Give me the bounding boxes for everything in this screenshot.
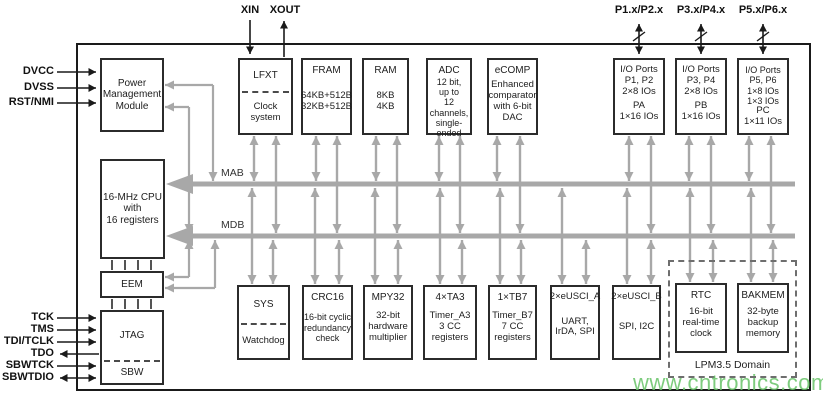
block-lfxt-clock: LFXT Clock system <box>238 58 293 135</box>
pin-label-dvcc: DVCC <box>22 65 54 77</box>
block-title: RAM <box>374 65 397 76</box>
block-sub: Timer_A3 3 CC registers <box>429 310 471 344</box>
block-title: Power Management Module <box>102 77 162 112</box>
block-cpu: 16-MHz CPU with 16 registers <box>100 159 165 259</box>
watermark-text: www.cntronics.com <box>633 370 823 395</box>
mab-bus <box>166 174 795 194</box>
port-arrows <box>632 24 770 54</box>
block-title: CRC16 <box>311 292 344 303</box>
pin-label-tdo: TDO <box>30 347 54 359</box>
debug-ticks <box>111 260 152 309</box>
block-fram: FRAM 64KB+512B 32KB+512B <box>301 58 352 135</box>
block-title: 2×eUSCI_A <box>549 291 601 302</box>
block-sub: 16-bit cyclic redundancy check <box>303 312 352 343</box>
block-eusci-a: 2×eUSCI_A UART, IrDA, SPI <box>550 285 600 360</box>
block-title: eCOMP <box>494 65 531 76</box>
block-sub: 12 bit, up to 12 channels, single-ended <box>429 76 469 139</box>
block-sub: Timer_B7 7 CC registers <box>492 310 533 344</box>
block-sub: PA 1×16 IOs <box>619 100 659 123</box>
block-sub: Clock system <box>250 101 281 123</box>
block-sub: UART, IrDA, SPI <box>555 315 595 338</box>
block-title: SYS <box>253 299 274 311</box>
lpm35-domain-label: LPM3.5 Domain <box>694 359 771 371</box>
block-sub: 16-bit real-time clock <box>682 305 720 339</box>
block-title: I/O Ports P1, P2 2×8 IOs <box>620 64 658 97</box>
block-mpy32: MPY32 32-bit hardware multiplier <box>363 285 413 360</box>
block-title: BAKMEM <box>741 290 785 301</box>
block-adc: ADC 12 bit, up to 12 channels, single-en… <box>426 58 472 138</box>
top-mdb-connectors <box>271 136 776 233</box>
block-eusci-b: 2×eUSCI_B SPI, I2C <box>611 285 662 360</box>
block-title: 1×TB7 <box>497 292 528 303</box>
block-title: ADC <box>438 65 460 76</box>
block-title: FRAM <box>312 65 341 76</box>
block-sub: 64KB+512B 32KB+512B <box>301 89 352 112</box>
block-divider <box>242 91 289 93</box>
top-mab-connectors <box>249 136 754 181</box>
block-ecomp: eCOMP Enhanced comparator with 6-bit DAC <box>487 58 538 135</box>
pin-label-p1p2: P1.x/P2.x <box>614 4 664 16</box>
block-sub: 32-byte backup memory <box>745 305 781 339</box>
pin-label-p5p6: P5.x/P6.x <box>738 4 788 16</box>
block-rtc: RTC 16-bit real-time clock <box>675 283 727 353</box>
block-io-ports-p5-p6: I/O Ports P5, P6 1×8 IOs 1×3 IOs PC 1×11… <box>737 58 789 135</box>
pin-label-xout: XOUT <box>269 4 301 16</box>
block-sub: SBW <box>120 366 144 378</box>
pin-label-tms: TMS <box>30 323 54 335</box>
block-title: MPY32 <box>371 292 405 303</box>
block-sub: Enhanced comparator with 6-bit DAC <box>488 78 537 123</box>
bottom-mab-connectors <box>247 188 756 284</box>
block-title: 16-MHz CPU with 16 registers <box>103 191 162 226</box>
pin-label-rst-nmi: RST/NMI <box>8 96 54 108</box>
block-io-ports-p3-p4: I/O Ports P3, P4 2×8 IOs PB 1×16 IOs <box>675 58 727 135</box>
block-bakmem: BAKMEM 32-byte backup memory <box>737 283 789 353</box>
mdb-bus-label: MDB <box>221 219 245 231</box>
block-sub: PB 1×16 IOs <box>681 100 721 123</box>
block-divider <box>104 360 160 362</box>
pin-label-sbwtck: SBWTCK <box>5 359 54 371</box>
block-title: RTC <box>690 290 712 301</box>
block-io-ports-p1-p2: I/O Ports P1, P2 2×8 IOs PA 1×16 IOs <box>613 58 665 135</box>
pin-lines <box>57 68 99 382</box>
block-title: LFXT <box>253 69 278 81</box>
block-sys-watchdog: SYS Watchdog <box>237 285 290 360</box>
block-timer-a3: 4×TA3 Timer_A3 3 CC registers <box>423 285 477 360</box>
pmm-eem-feedback-lines <box>165 80 220 293</box>
pin-label-tdi-tclk: TDI/TCLK <box>3 335 54 347</box>
block-power-management: Power Management Module <box>100 58 164 132</box>
xtal-lines <box>246 20 288 57</box>
block-title: 4×TA3 <box>435 292 465 303</box>
block-eem: EEM <box>100 271 164 298</box>
block-divider <box>240 323 287 325</box>
block-timer-b7: 1×TB7 Timer_B7 7 CC registers <box>488 285 537 360</box>
block-sub: SPI, I2C <box>618 321 655 332</box>
mdb-bus <box>166 226 795 246</box>
block-sub: Watchdog <box>242 335 285 347</box>
mab-bus-label: MAB <box>221 167 244 179</box>
pin-label-tck: TCK <box>31 311 54 323</box>
pin-label-p3p4: P3.x/P4.x <box>676 4 726 16</box>
chip-outline <box>76 43 811 391</box>
block-sub: 8KB 4KB <box>376 89 395 112</box>
block-sub: PC 1×11 IOs <box>743 105 783 128</box>
pin-label-sbwtdio: SBWTDIO <box>2 371 54 383</box>
block-sub: 32-bit hardware multiplier <box>368 310 408 344</box>
block-crc16: CRC16 16-bit cyclic redundancy check <box>302 285 353 360</box>
block-title: I/O Ports P5, P6 1×8 IOs 1×3 IOs <box>745 65 781 107</box>
block-ram: RAM 8KB 4KB <box>362 58 409 135</box>
block-title: JTAG <box>119 330 145 342</box>
block-title: EEM <box>121 278 143 290</box>
lpm35-domain-box <box>668 260 797 378</box>
block-title: 2×eUSCI_B <box>611 291 662 302</box>
block-jtag-sbw: JTAG SBW <box>100 310 164 385</box>
block-title: I/O Ports P3, P4 2×8 IOs <box>682 64 720 97</box>
pin-label-xin: XIN <box>240 4 260 16</box>
pin-label-dvss: DVSS <box>24 81 54 93</box>
